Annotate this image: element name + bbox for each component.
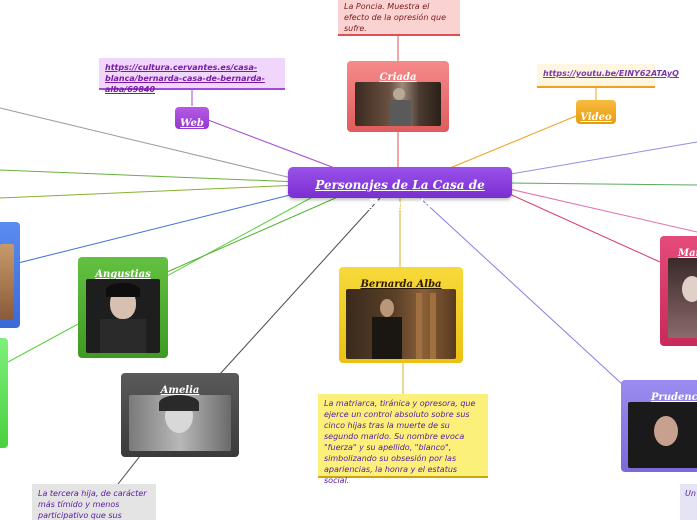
- web-label: Web: [180, 118, 204, 129]
- prudencia-label: Prudencia: [651, 392, 697, 403]
- martirio-label: Mar: [678, 248, 697, 259]
- angustias-node[interactable]: Angustias: [78, 257, 168, 358]
- angustias-photo: [86, 279, 160, 353]
- central-topic-prefix: Personajes de: [315, 178, 413, 192]
- left-blue-node[interactable]: [0, 222, 20, 328]
- criada-note-text: La Poncia. Muestra el efecto de la opres…: [344, 2, 446, 33]
- web-url-note[interactable]: https://cultura.cervantes.es/casa-blanca…: [99, 58, 285, 94]
- amelia-node[interactable]: Amelia: [121, 373, 239, 457]
- central-topic-work: La Casa de Bernarda: [368, 178, 485, 211]
- criada-photo: [355, 82, 441, 126]
- martirio-node[interactable]: Mar: [660, 236, 697, 346]
- connector-to-far-right-top: [504, 141, 697, 176]
- amelia-note: La tercera hija, de carácter más tímido …: [32, 484, 156, 520]
- criada-note: La Poncia. Muestra el efecto de la opres…: [338, 0, 460, 36]
- bernarda-label: Bernarda Alba: [360, 279, 442, 290]
- left-green-node[interactable]: [0, 338, 8, 448]
- connector-to-far-left-top: [0, 107, 301, 181]
- prudencia-node[interactable]: Prudencia: [621, 380, 697, 472]
- angustias-label: Angustias: [95, 269, 151, 280]
- connector-to-far-left-upper: [0, 169, 301, 183]
- criada-node[interactable]: Criada: [347, 61, 449, 132]
- connector-to-angustias: [166, 195, 341, 273]
- connector-to-video: [449, 115, 577, 169]
- prudencia-photo: [628, 402, 697, 468]
- video-url-note[interactable]: https://youtu.be/EINY62ATAyQ: [537, 64, 679, 88]
- video-node[interactable]: Video: [576, 100, 616, 124]
- martirio-photo: [668, 258, 697, 338]
- prudencia-note-text: Un pa: [685, 489, 697, 498]
- connector-to-web: [207, 119, 341, 171]
- prudencia-note: Un pa: [680, 484, 697, 520]
- bernarda-note-text: La matriarca, tiránica y opresora, que e…: [324, 399, 476, 485]
- bernarda-node[interactable]: Bernarda Alba: [339, 267, 463, 363]
- web-url-link[interactable]: https://cultura.cervantes.es/casa-blanca…: [105, 63, 265, 94]
- amelia-label: Amelia: [160, 385, 200, 396]
- connector-amelia-note: [117, 455, 141, 485]
- connector-to-prudencia: [419, 197, 623, 385]
- video-url-link[interactable]: https://youtu.be/EINY62ATAyQ: [543, 69, 679, 78]
- video-label: Video: [580, 112, 612, 123]
- connector-to-amelia: [219, 197, 381, 375]
- connector-to-martirio: [504, 191, 661, 263]
- bernarda-photo: [346, 289, 456, 359]
- connector-to-far-right-mid: [507, 182, 697, 186]
- bernarda-note: La matriarca, tiránica y opresora, que e…: [318, 394, 488, 485]
- connector-to-left-blue-node: [17, 189, 311, 264]
- web-node[interactable]: Web: [175, 107, 209, 129]
- central-topic[interactable]: Personajes de La Casa de Bernarda: [288, 167, 512, 211]
- connector-to-far-left-mid: [0, 184, 301, 199]
- left-blue-photo: [0, 244, 14, 320]
- amelia-note-text: La tercera hija, de carácter más tímido …: [38, 489, 147, 520]
- amelia-photo: [129, 395, 231, 451]
- connector-to-far-right-low: [504, 187, 697, 233]
- criada-label: Criada: [379, 72, 417, 83]
